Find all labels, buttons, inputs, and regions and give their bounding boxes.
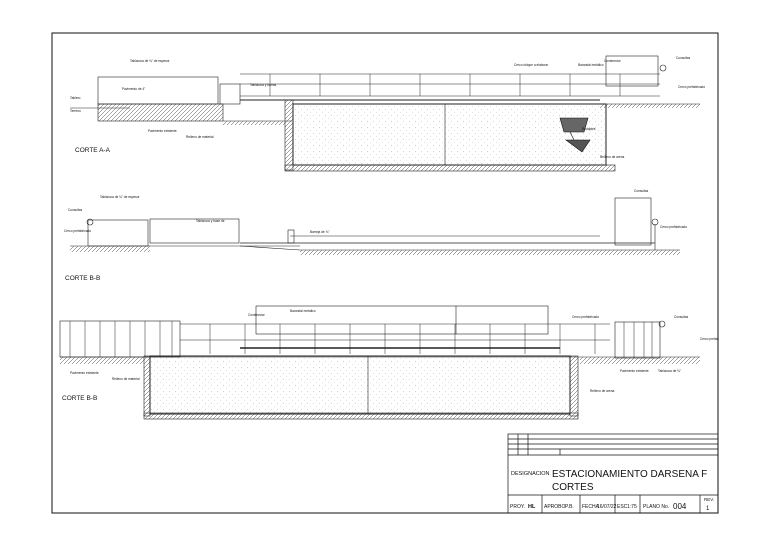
section-a-a-label: CORTE A-A — [75, 147, 111, 154]
svg-text:Relleno de arena: Relleno de arena — [590, 389, 615, 393]
aprobo-value: P.B. — [565, 504, 574, 510]
svg-text:Relleno de material: Relleno de material — [112, 377, 140, 381]
esc-value: 1:75 — [627, 504, 637, 510]
svg-text:Consultas: Consultas — [68, 208, 83, 212]
svg-text:Relleno de arena: Relleno de arena — [600, 155, 625, 159]
svg-text:Pavimento existente: Pavimento existente — [70, 371, 99, 375]
svg-text:Consultas: Consultas — [634, 189, 649, 193]
svg-text:Contenedor: Contenedor — [248, 313, 266, 317]
rev-label: REV. — [704, 497, 714, 502]
svg-text:Consultas: Consultas — [676, 56, 691, 60]
proy-value: HL — [528, 504, 536, 510]
svg-text:Cerco ubique a elaborar: Cerco ubique a elaborar — [514, 63, 549, 67]
svg-text:Cerco prefabricado: Cerco prefabricado — [64, 229, 91, 233]
svg-text:Relleno de material: Relleno de material — [186, 135, 214, 139]
section-b-b-label-1: CORTE B-B — [65, 275, 100, 282]
section-b-b-label-2: CORTE B-B — [62, 395, 97, 402]
svg-text:Pavimento existente: Pavimento existente — [620, 369, 649, 373]
section-b-b-upper-drawing — [70, 197, 680, 255]
aprobo-label: APROBO — [544, 504, 566, 510]
svg-text:Barandal metálico: Barandal metálico — [290, 309, 316, 313]
section-b-b-lower-annotations: Contenedor Barandal metálico Cerco prefa… — [70, 309, 719, 393]
svg-text:Tablaroca y barras: Tablaroca y barras — [250, 83, 277, 87]
svg-text:Barandal metálico: Barandal metálico — [578, 63, 604, 67]
fecha-label: FECHA — [582, 504, 600, 510]
svg-text:Pavimento existente: Pavimento existente — [148, 129, 177, 133]
fecha-value: 16/07/22 — [597, 504, 617, 510]
section-a-a-annotations: Tablaroca de ¾" de espesor Pavimento de … — [70, 56, 705, 159]
title-block-frame — [507, 433, 719, 514]
rev-value: 1 — [706, 506, 710, 512]
svg-text:Rodapiés: Rodapiés — [582, 127, 596, 131]
drawing-title-line2: CORTES — [552, 482, 594, 493]
proy-label: PROY. — [510, 504, 525, 510]
plano-label: PLANO No. — [643, 504, 669, 510]
svg-text:Barreja de ¾": Barreja de ¾" — [310, 230, 329, 234]
svg-text:Cerco prefabricado: Cerco prefabricado — [572, 315, 599, 319]
svg-text:Contenedor: Contenedor — [604, 59, 622, 63]
section-b-b-upper-annotations: Tablaroca de ¾" de espesor Consultas Cer… — [64, 189, 687, 234]
designacion-label: DESIGNACION — [511, 471, 550, 477]
esc-label: ESC — [617, 504, 628, 510]
svg-text:Cerco prefab.: Cerco prefab. — [700, 337, 719, 341]
section-a-a-drawing — [70, 55, 700, 172]
svg-text:Terreno: Terreno — [70, 109, 81, 113]
svg-text:Cerco prefabricado: Cerco prefabricado — [660, 225, 687, 229]
svg-text:Tablaroca de ¾" de espesor: Tablaroca de ¾" de espesor — [130, 59, 171, 63]
plano-number: 004 — [673, 502, 687, 511]
svg-text:Pavimento de 4": Pavimento de 4" — [122, 87, 145, 91]
sheet-border — [51, 32, 719, 514]
svg-text:Tablaroca de ¾": Tablaroca de ¾" — [658, 369, 681, 373]
section-b-b-lower-drawing — [59, 305, 700, 420]
svg-text:Tablaroca de ¾" de espesor: Tablaroca de ¾" de espesor — [100, 195, 141, 199]
svg-text:Tablero: Tablero — [70, 96, 81, 100]
svg-text:Cerco prefabricado: Cerco prefabricado — [678, 85, 705, 89]
drawing-title-line1: ESTACIONAMIENTO DARSENA F — [552, 469, 707, 480]
svg-text:Consultas: Consultas — [674, 315, 689, 319]
svg-text:Tablaroca y base de: Tablaroca y base de — [196, 219, 225, 223]
